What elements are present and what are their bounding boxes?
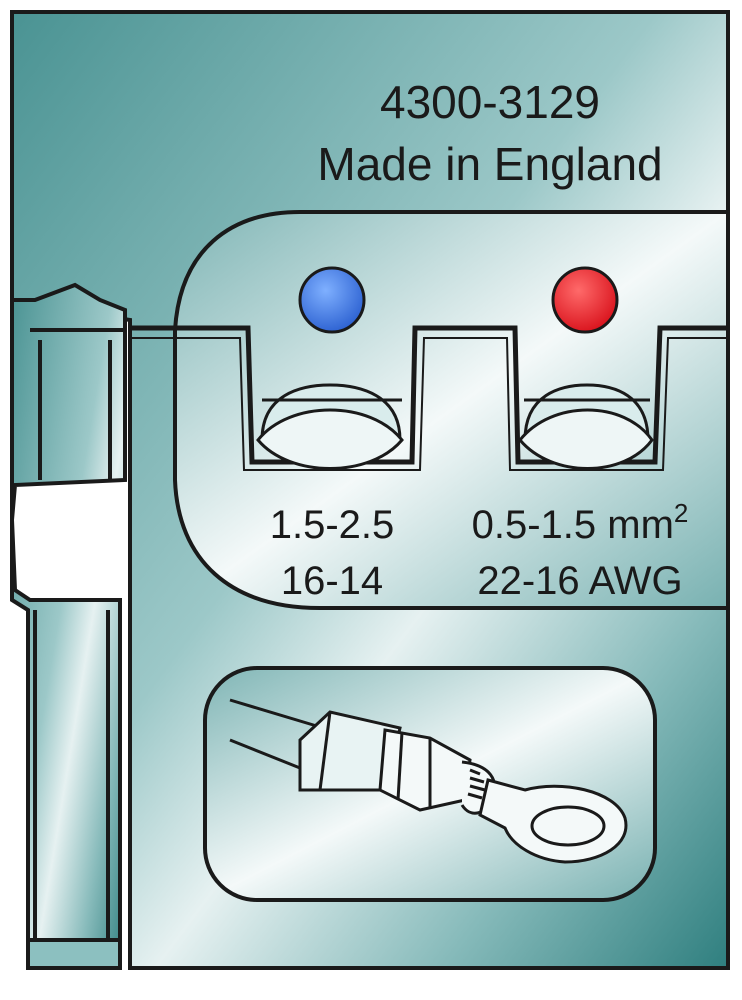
cavity-right-awg: 22-16 AWG <box>477 559 682 603</box>
crimp-pocket <box>173 210 730 610</box>
cavity-left-awg: 16-14 <box>281 559 383 603</box>
red-color-dot <box>551 266 619 334</box>
blue-color-dot <box>298 266 366 334</box>
cavity-right <box>518 383 654 470</box>
cavity-right-mm2-value: 0.5-1.5 mm <box>472 503 674 547</box>
part-number: 4300-3129 <box>380 76 600 128</box>
ring-terminal-icon <box>229 698 628 864</box>
jaw-profile <box>130 325 728 465</box>
cavity-right-mm2: 0.5-1.5 mm2 <box>472 498 689 547</box>
unit-superscript: 2 <box>674 498 688 528</box>
cavity-left <box>256 383 404 470</box>
origin-text: Made in England <box>317 138 662 190</box>
cavity-left-mm2: 1.5-2.5 <box>270 503 395 547</box>
die-latch <box>9 282 127 970</box>
